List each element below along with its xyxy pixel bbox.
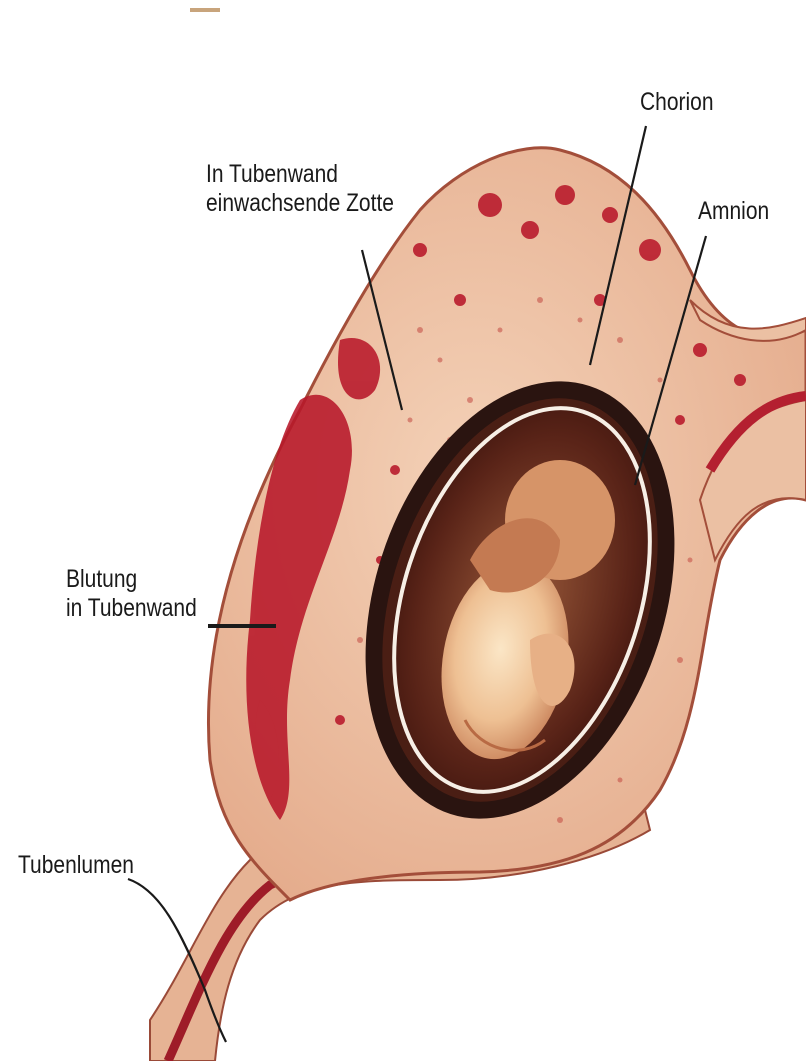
corner-mark bbox=[190, 8, 220, 12]
hemorrhage-label-line1: Blutung bbox=[66, 565, 197, 594]
tube-lumen-label-text: Tubenlumen bbox=[18, 851, 134, 880]
chorion-label-text: Chorion bbox=[640, 88, 714, 117]
amnion-label: Amnion bbox=[698, 197, 769, 226]
villus-label-line2: einwachsende Zotte bbox=[206, 189, 394, 218]
chorion-label: Chorion bbox=[640, 88, 714, 117]
amnion-label-text: Amnion bbox=[698, 197, 769, 226]
tube-lumen-label: Tubenlumen bbox=[18, 851, 134, 880]
hemorrhage-label-line2: in Tubenwand bbox=[66, 594, 197, 623]
villus-label: In Tubenwand einwachsende Zotte bbox=[206, 160, 394, 218]
villus-label-line1: In Tubenwand bbox=[206, 160, 394, 189]
hemorrhage-label: Blutung in Tubenwand bbox=[66, 565, 197, 623]
